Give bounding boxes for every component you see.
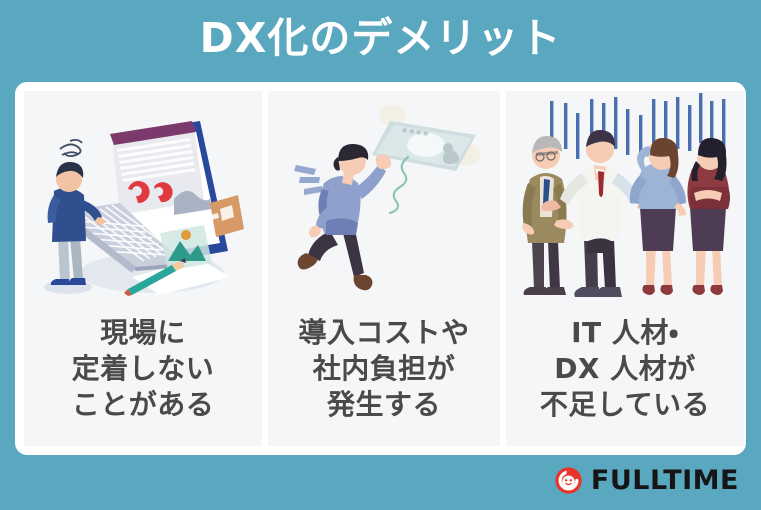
panel-talent: IT 人材・ DX 人材が 不足している [506,91,744,446]
panel-cost: 導入コストや 社内負担が 発生する [268,91,500,446]
caption-line: 定着しない [71,352,215,385]
brand-name: FULLTIME [590,465,739,496]
content-card: 現場に 定着しない ことがある [15,82,746,455]
caption-line: DX 人材が [554,352,696,385]
fulltime-spiral-smiley-icon [553,465,584,496]
caption-line: 現場に [100,316,186,349]
confused-person-at-large-laptop-illustration [24,91,262,313]
caption-line: 発生する [326,388,441,421]
page-title: DX化のデメリット [199,14,562,62]
panel-3-caption: IT 人材・ DX 人材が 不足している [540,315,710,423]
person-chasing-flying-banknote-illustration [268,91,500,313]
brand-logo: FULLTIME [553,465,739,496]
four-business-people-under-falling-bars-illustration [506,91,744,313]
panel-2-caption: 導入コストや 社内負担が 発生する [298,315,469,423]
panel-1-caption: 現場に 定着しない ことがある [72,315,215,423]
caption-line: IT 人材・ [571,316,679,349]
caption-line: ことがある [71,388,215,421]
caption-line: 導入コストや [298,316,470,349]
caption-line: 不足している [539,388,711,421]
panel-adoption: 現場に 定着しない ことがある [24,91,262,446]
caption-line: 社内負担が [312,352,456,385]
